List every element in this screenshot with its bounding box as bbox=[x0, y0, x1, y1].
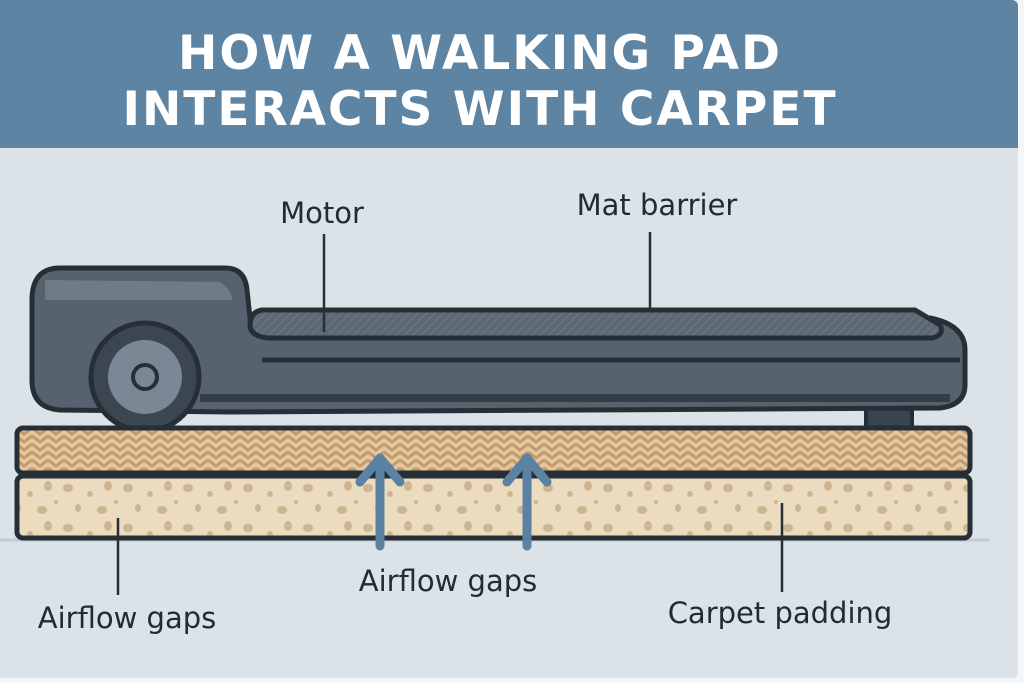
housing-highlight bbox=[45, 280, 232, 300]
motor-label: Motor bbox=[280, 196, 364, 230]
walking-pad bbox=[29, 265, 968, 434]
airflow-gaps-left-label: Airflow gaps bbox=[37, 601, 217, 635]
mat-barrier-label: Mat barrier bbox=[576, 188, 738, 222]
airflow-gaps-center-label: Airflow gaps bbox=[358, 564, 538, 598]
title-line-2: INTERACTS WITH CARPET bbox=[122, 82, 838, 137]
wheel bbox=[88, 320, 202, 434]
carpet-padding-label: Carpet padding bbox=[667, 596, 893, 630]
title-banner: HOW A WALKING PAD INTERACTS WITH CARPET bbox=[0, 0, 1018, 148]
airflow-arrow-icon bbox=[502, 453, 552, 551]
carpet-layer bbox=[14, 425, 973, 476]
mat-belt bbox=[247, 307, 944, 341]
carpet-padding-layer bbox=[14, 473, 973, 541]
title-line-1: HOW A WALKING PAD bbox=[178, 26, 782, 81]
leader-lines bbox=[116, 232, 784, 595]
airflow-arrow-icon bbox=[355, 453, 405, 551]
